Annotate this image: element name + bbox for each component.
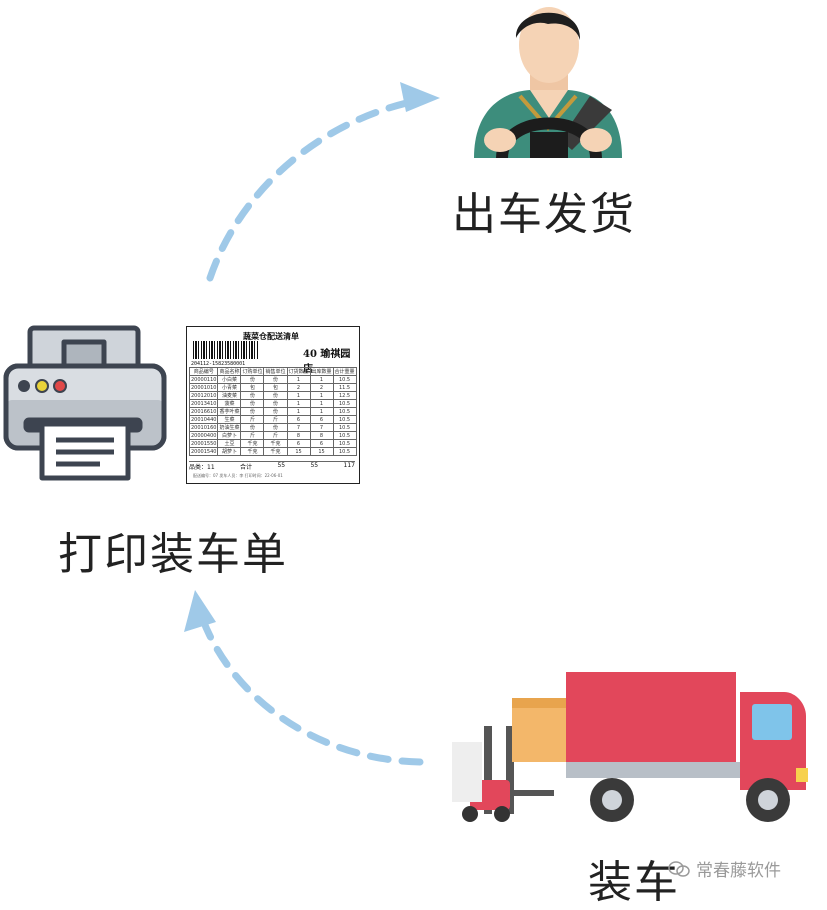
- sheet-cell: 20001540: [188, 447, 219, 456]
- sheet-cell: 胡萝卜: [217, 447, 242, 456]
- total-weight: 117: [343, 462, 355, 469]
- total-order: 55: [277, 462, 286, 469]
- total-label: 合计: [240, 464, 253, 471]
- barcode-text: 204112-15823580001: [191, 361, 246, 367]
- arrow-print-to-dispatch: [206, 96, 424, 282]
- sheet-cell: 10.5: [332, 447, 357, 456]
- sheet-total-row: 品类：11 合计 55 55 117: [189, 461, 355, 471]
- arrow-head-print: [184, 590, 216, 632]
- watermark: 常春藤软件: [668, 856, 781, 881]
- forklift-icon: [452, 726, 554, 822]
- arrow-head-dispatch: [400, 82, 440, 112]
- loading-list-sheet: 蔬菜仓配送清单 40 瑜祺园店 204112-15823580001 商品编号 …: [186, 326, 360, 484]
- loading-label: 装车: [588, 857, 680, 908]
- arrow-load-to-print: [196, 608, 424, 766]
- print-loading-list-label: 打印装车单: [58, 529, 288, 580]
- sheet-title: 蔬菜仓配送清单: [243, 331, 299, 341]
- watermark-text: 常春藤软件: [696, 861, 781, 881]
- dispatch-label: 出车发货: [452, 189, 636, 240]
- total-category-count: 品类：11: [189, 464, 215, 471]
- wechat-icon: [668, 860, 690, 877]
- printer-icon: [3, 325, 167, 481]
- barcode: [193, 341, 259, 359]
- sheet-table: 商品编号 商品名称 订购单位 销售单位 订货数量 出库数量 合计重量 20000…: [188, 367, 357, 456]
- total-out: 55: [310, 462, 319, 469]
- cargo-box-icon: [512, 698, 570, 762]
- driver-icon: [474, 7, 622, 159]
- sheet-footer: 配送编号：07 发车人员：李 打印时间：22-06-01: [193, 473, 283, 478]
- truck-icon: [566, 672, 808, 822]
